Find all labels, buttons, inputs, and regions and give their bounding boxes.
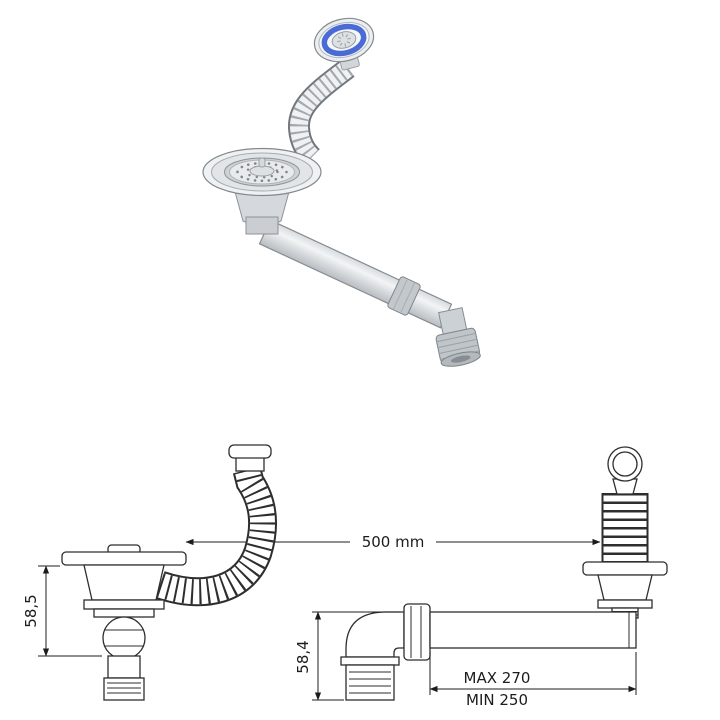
ball-band [104, 629, 144, 647]
pipe-nut-3d [387, 276, 421, 316]
overflow-hose-drawing [155, 466, 278, 607]
nut-body [387, 276, 421, 316]
nut-body [403, 603, 431, 661]
drawing-elbow: 58,4 MAX 270 MIN 250 [294, 603, 637, 709]
basket-pin [258, 157, 266, 168]
telescopic-pipe [429, 611, 637, 649]
elbow-height-label: 58,4 [294, 640, 312, 673]
elbow-body [345, 611, 405, 658]
cap-inner-circle [612, 451, 638, 477]
ball [102, 616, 146, 660]
threads-body [103, 677, 145, 701]
overflow-cap-drawing [607, 446, 643, 495]
cap-knob [331, 31, 357, 49]
cap-knob-spokes [337, 33, 351, 47]
outlet-knurl-hatch [436, 332, 480, 360]
hose-body [156, 466, 276, 605]
pipe-outlet-3d [435, 307, 481, 367]
nut-facets [410, 606, 422, 658]
elbow-collar [340, 656, 400, 666]
dimension-elbow-height: 58,4 [294, 611, 400, 701]
strainer-height-label: 58,5 [22, 594, 40, 627]
dimension-strainer-height: 58,5 [22, 565, 102, 657]
ball-joint [102, 616, 146, 660]
connector-stub [235, 456, 265, 472]
overflow-hose-3d [288, 59, 355, 165]
render-3d [202, 17, 481, 367]
pipe-min-label: MIN 250 [466, 691, 528, 709]
overflow-cap-3d [313, 17, 375, 71]
drain-pipe-3d [258, 219, 453, 329]
hose-corrugation [290, 60, 354, 164]
outlet-hole [450, 355, 471, 363]
strainer-side-view [61, 544, 187, 701]
threaded-inlet [345, 664, 395, 701]
dimension-label-bg [350, 530, 436, 552]
locknut [597, 599, 653, 609]
strainer-body [597, 574, 653, 601]
strainer-3d [202, 147, 322, 197]
thread-lines [349, 671, 391, 694]
drawing-left: 58,5 [22, 444, 278, 701]
strainer-flange [61, 551, 187, 566]
locknut-lower [93, 608, 155, 618]
thread-lines [107, 682, 141, 694]
strainer-tailpiece-3d [245, 216, 279, 235]
hose-length-label: 500 mm [362, 533, 425, 551]
cap-accent-ring [321, 23, 367, 57]
pipe-max-label: MAX 270 [464, 669, 531, 687]
dimension-hose-length: 500 mm [185, 530, 601, 552]
connector-cap [228, 444, 272, 459]
outlet-threads [103, 677, 145, 701]
locknut-upper [83, 599, 165, 610]
drawing-right [582, 446, 668, 619]
union-nut [403, 603, 431, 661]
nut-facets [392, 278, 416, 314]
strainer-body [83, 564, 165, 601]
outlet-tube [107, 655, 141, 679]
dimension-pipe-length: MAX 270 MIN 250 [429, 652, 637, 709]
overflow-connector-drawing [228, 444, 272, 472]
strainer-flange [582, 561, 668, 576]
strainer-right-view [582, 561, 668, 619]
threads-body [345, 664, 395, 701]
